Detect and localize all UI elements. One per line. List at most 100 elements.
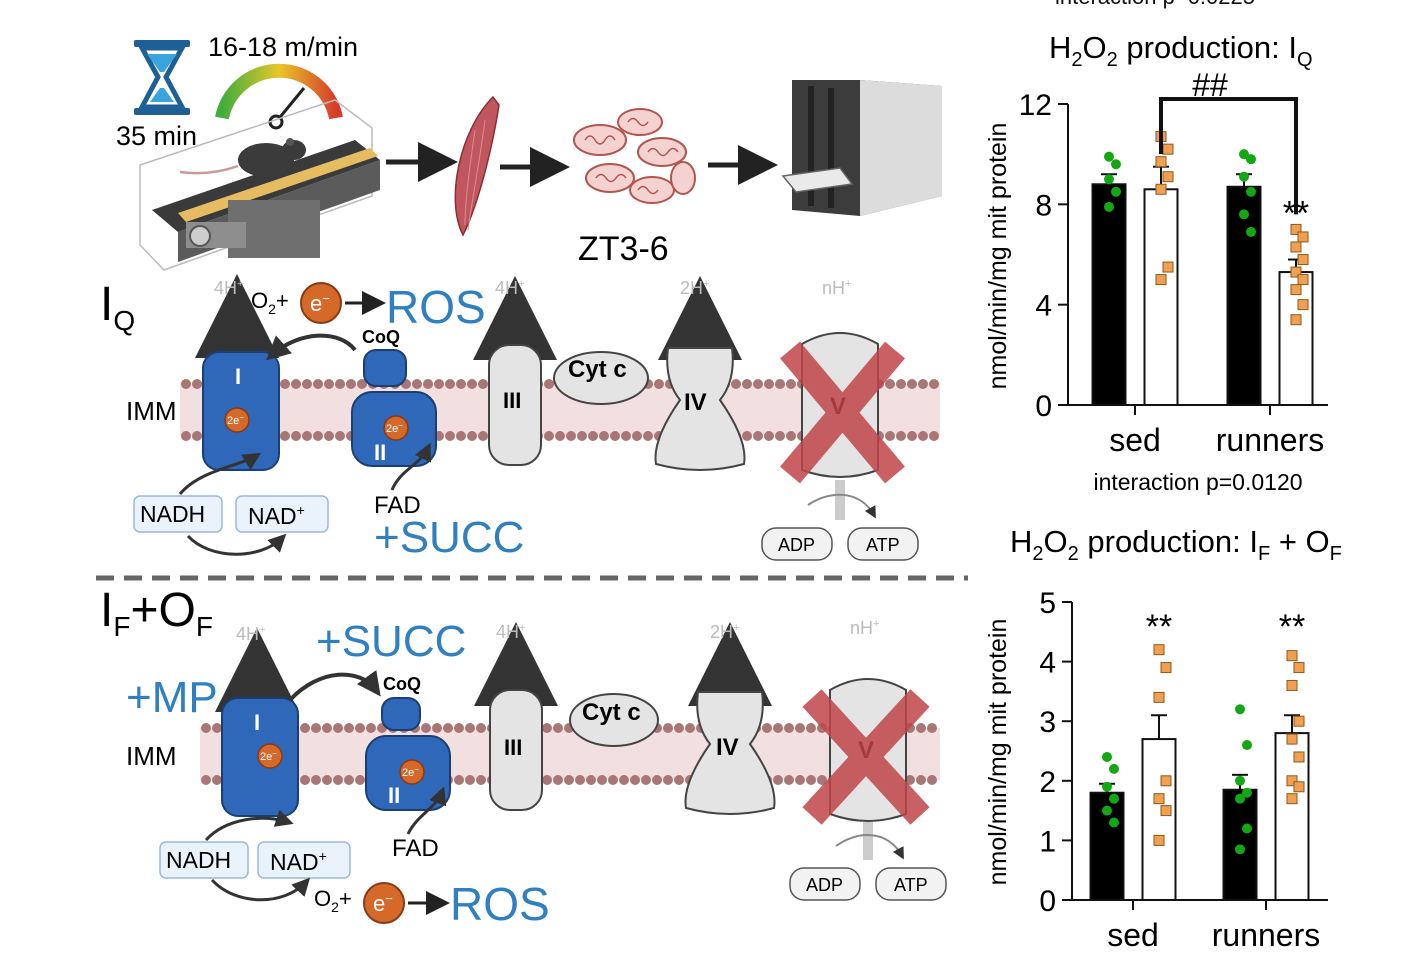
y-tick-label: 0 (1039, 885, 1056, 918)
data-point (1290, 266, 1302, 278)
lipid-head (927, 775, 937, 785)
lipid-head (201, 775, 211, 785)
data-point (1297, 299, 1309, 311)
inhibition-x-icon (780, 341, 905, 484)
mitochondria-icon (573, 108, 696, 204)
lipid-head (786, 379, 796, 389)
imm-label-bottom: IMM (126, 741, 177, 771)
lipid-head (476, 723, 486, 733)
lipid-head (764, 431, 774, 441)
significance-bracket (1159, 96, 1298, 215)
lipid-head (322, 775, 332, 785)
adp-bottom-box (789, 867, 861, 901)
lipid-head (929, 379, 939, 389)
data-point (1235, 704, 1245, 715)
significance-mark: ** (1146, 608, 1172, 646)
lipid-head (896, 379, 906, 389)
proton-iv-label: 2H+ (680, 278, 709, 298)
x-tick-label: sed (1109, 422, 1161, 458)
lipid-head (641, 775, 651, 785)
lipid-head (630, 775, 640, 785)
chart-ifof: H2O2 production: IF + OF nmol/min/mg mit… (984, 524, 1342, 953)
lipid-head (773, 723, 783, 733)
proton-iii-bottom-label: 4H+ (496, 622, 525, 642)
lipid-head (445, 379, 455, 389)
data-point (1153, 793, 1165, 805)
lipid-head (795, 775, 805, 785)
muscle-icon (454, 95, 500, 237)
x-tick-label: runners (1216, 422, 1325, 458)
lipid-head (366, 723, 376, 733)
data-point (1293, 781, 1305, 793)
y-tick-label: 0 (1035, 390, 1052, 423)
succ-bottom-label: +SUCC (316, 617, 466, 666)
inhibition-x-bottom-icon (802, 689, 930, 825)
data-point (1286, 679, 1298, 691)
lipid-head (918, 379, 928, 389)
data-point (1102, 805, 1112, 816)
atp-bottom-label: ATP (894, 875, 928, 895)
lipid-head (313, 379, 323, 389)
chart-ifof-title: H2O2 production: IF + OF (1010, 524, 1342, 565)
data-point (1235, 775, 1245, 786)
lipid-head (652, 775, 662, 785)
chart-iq-ylabel: nmol/min/mg mit protein (984, 123, 1012, 390)
lipid-head (806, 775, 816, 785)
lipid-head (674, 775, 684, 785)
x-tick-label: runners (1212, 917, 1321, 953)
data-point (1160, 775, 1172, 787)
data-point (1297, 231, 1309, 243)
data-point (1239, 171, 1249, 182)
lipid-head (181, 379, 191, 389)
lipid-head (478, 431, 488, 441)
data-point (1102, 781, 1112, 792)
coq-bottom-label: CoQ (383, 674, 421, 694)
data-point (1246, 186, 1256, 197)
proton-i-bottom-label: 4H+ (236, 624, 265, 644)
nadh-bottom-cycle-arrow (210, 877, 311, 902)
lipid-head (566, 431, 576, 441)
complex-ii-label: II (374, 440, 386, 465)
lipid-head (885, 431, 895, 441)
cytc-bottom-label: Cyt c (582, 699, 641, 726)
lipid-head (192, 379, 202, 389)
lipid-head (467, 431, 477, 441)
y-tick-label: 8 (1035, 189, 1052, 222)
lipid-head (764, 379, 774, 389)
complex-i-label: I (235, 364, 241, 389)
fad-bottom-arrow (406, 786, 447, 835)
lipid-head (465, 723, 475, 733)
data-point (1109, 817, 1119, 828)
data-point (1293, 715, 1305, 727)
lipid-head (355, 775, 365, 785)
fad-arrow (390, 442, 432, 491)
lipid-head (212, 775, 222, 785)
data-point (1111, 159, 1121, 170)
data-point (1153, 834, 1165, 846)
lipid-head (412, 379, 422, 389)
lipid-head (544, 379, 554, 389)
lipid-head (454, 723, 464, 733)
mouse-treadmill-icon (139, 99, 380, 271)
data-point (1104, 201, 1114, 212)
y-tick-label: 4 (1039, 647, 1056, 680)
y-tick-label: 12 (1019, 89, 1052, 122)
lipid-head (300, 723, 310, 733)
data-point (1153, 691, 1165, 703)
complex-i-to-coq-arrow (288, 670, 381, 702)
nadh-box (133, 495, 223, 533)
coq-bottom-icon (381, 697, 421, 731)
lipid-head (654, 379, 664, 389)
adp-atp-arrow (807, 493, 876, 519)
bar (1226, 185, 1262, 406)
electron-label: e− (310, 291, 330, 316)
lipid-head (344, 775, 354, 785)
lipid-head (806, 723, 816, 733)
proton-i-label: 4H+ (214, 278, 243, 298)
lipid-head (423, 379, 433, 389)
lipid-head (542, 775, 552, 785)
bar (1141, 738, 1177, 902)
lipid-head (742, 379, 752, 389)
adp-bottom-label: ADP (806, 875, 843, 895)
significance-mark: ** (1283, 194, 1309, 232)
